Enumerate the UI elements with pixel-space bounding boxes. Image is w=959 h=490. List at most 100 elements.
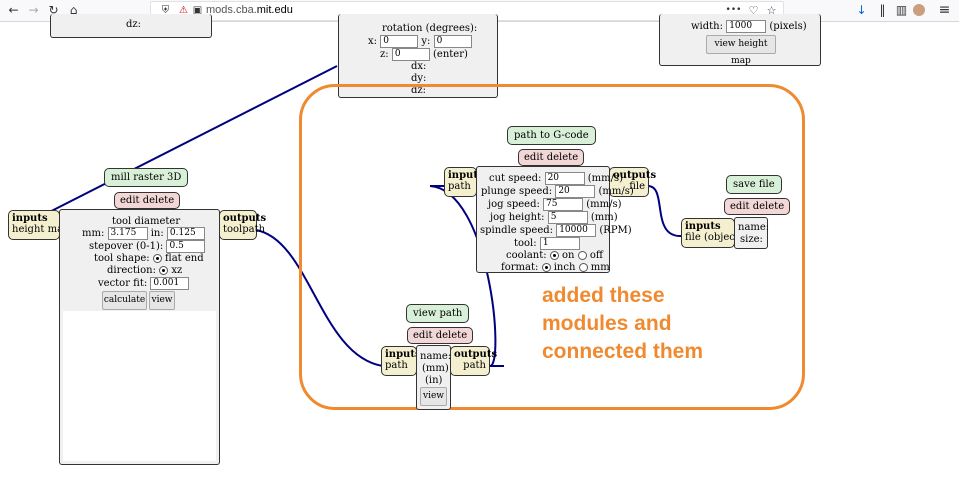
tool-shape-label: tool shape: [94, 253, 150, 264]
jog-speed-input[interactable]: 75 [543, 198, 584, 211]
spindle-speed-unit: (RPM) [599, 225, 632, 236]
plunge-speed-input[interactable]: 20 [555, 185, 596, 198]
cut-speed-row: cut speed: 20 (mm/s) [489, 172, 623, 185]
spindle-speed-label: spindle speed: [480, 225, 554, 236]
url-text[interactable]: mods.cba.mit.edu [206, 4, 293, 16]
star-icon[interactable]: ☆ [766, 4, 777, 17]
width-row: width: 1000 (pixels) [691, 20, 807, 33]
mill-raster-inputs[interactable]: inputs height map [8, 210, 70, 240]
width-unit: (pixels) [769, 21, 807, 32]
view-path-outputs[interactable]: outputs path [450, 346, 498, 376]
mill-raster-edit-delete: edit delete [114, 192, 181, 209]
reload-icon[interactable]: ↻ [48, 3, 59, 17]
cut-speed-label: cut speed: [489, 173, 542, 184]
home-icon[interactable]: ⌂ [69, 3, 78, 17]
view-path-edit-delete: edit delete [407, 327, 474, 344]
format-inch-radio[interactable] [541, 263, 551, 272]
spindle-speed-input[interactable]: 10000 [556, 224, 597, 237]
calculate-button[interactable]: calculate [102, 291, 147, 310]
edit-link[interactable]: edit [524, 152, 544, 163]
jog-height-label: jog height: [490, 212, 545, 223]
z-label: z: [380, 49, 389, 60]
input-port-path[interactable]: path [448, 181, 471, 192]
enter-hint: (enter) [433, 49, 468, 60]
jog-height-input[interactable]: 5 [547, 211, 588, 224]
width-input[interactable]: 1000 [726, 20, 767, 33]
direction-xz-label: xz [171, 265, 183, 276]
coolant-off-radio[interactable] [577, 251, 587, 260]
page-actions-icon[interactable]: ••• [725, 5, 742, 15]
tool-diameter-label: tool diameter [112, 216, 181, 227]
delete-link[interactable]: delete [752, 201, 785, 212]
vector-fit-row: vector fit: 0.001 [98, 277, 190, 290]
browser-toolbar: ← → ↻ ⌂ ⛨ ⚠ ▣ mods.cba.mit.edu ••• ♡ ☆ ↓… [0, 0, 959, 22]
view-path-view-button[interactable]: view [420, 387, 447, 406]
jog-speed-label: jog speed: [488, 199, 540, 210]
input-port-file-object[interactable]: file (object) [685, 232, 743, 243]
dx-readout: dx: [411, 61, 427, 72]
diameter-in-input[interactable]: 0.125 [166, 227, 205, 240]
coolant-label: coolant: [506, 250, 547, 261]
direction-xz-radio[interactable] [159, 266, 169, 275]
output-port-toolpath[interactable]: toolpath [223, 224, 266, 235]
rotation-xy-row: x: 0 y: 0 [368, 35, 472, 48]
top-left-module: dz: [50, 14, 212, 38]
diameter-mm-input[interactable]: 3.175 [107, 227, 148, 240]
path-name-label: name: [420, 351, 452, 362]
save-file-body: name: size: [734, 217, 770, 249]
cut-speed-input[interactable]: 20 [544, 172, 585, 185]
path-to-gcode-title[interactable]: path to G-code [507, 126, 596, 145]
edit-link[interactable]: edit [120, 195, 140, 206]
stepover-input[interactable]: 0.5 [166, 240, 206, 253]
forward-arrow-icon[interactable]: → [28, 3, 39, 17]
delete-link[interactable]: delete [546, 152, 579, 163]
vector-fit-label: vector fit: [98, 278, 148, 289]
output-port-file[interactable]: file [629, 181, 645, 192]
rotation-z-row: z: 0 (enter) [380, 48, 468, 61]
save-file-title[interactable]: save file [726, 175, 782, 194]
edit-link[interactable]: edit [413, 330, 433, 341]
outputs-label: outputs [454, 349, 498, 360]
library-icon[interactable]: ‖ [879, 3, 886, 17]
in-label: in: [150, 228, 164, 239]
tool-shape-row: tool shape: flat end [94, 253, 204, 264]
output-port-path[interactable]: path [463, 360, 486, 371]
shield-icon[interactable]: ⛨ [161, 5, 170, 16]
gcode-inputs[interactable]: inputs path [444, 167, 484, 197]
coolant-on-radio[interactable] [549, 251, 559, 260]
tool-input[interactable]: 1 [539, 237, 580, 250]
save-file-inputs[interactable]: inputs file (object) [681, 218, 743, 248]
mill-raster-title[interactable]: mill raster 3D [104, 168, 189, 187]
jog-speed-unit: (mm/s) [586, 199, 622, 210]
input-port-height-map[interactable]: height map [12, 224, 70, 235]
stepover-row: stepover (0-1): 0.5 [89, 240, 206, 253]
rotation-z-input[interactable]: 0 [391, 48, 430, 61]
view-path-title[interactable]: view path [406, 304, 470, 323]
vector-fit-input[interactable]: 0.001 [150, 277, 190, 290]
menu-icon[interactable]: ≡ [938, 2, 951, 18]
download-icon[interactable]: ↓ [856, 3, 867, 17]
mill-raster-outputs[interactable]: outputs toolpath [219, 210, 266, 240]
flat-end-radio[interactable] [152, 254, 162, 263]
view-path-inputs[interactable]: inputs path [381, 346, 421, 376]
view-height-map-button[interactable]: view height map [706, 35, 776, 66]
avatar[interactable] [913, 4, 925, 16]
file-name-label: name: [738, 222, 770, 233]
coolant-row: coolant: on off [506, 250, 603, 261]
delete-link[interactable]: delete [142, 195, 175, 206]
gcode-outputs[interactable]: outputs file [609, 167, 656, 197]
jog-height-unit: (mm) [590, 212, 618, 223]
back-arrow-icon[interactable]: ← [8, 3, 19, 17]
lock-icon[interactable]: ▣ [192, 5, 203, 16]
delete-link[interactable]: delete [435, 330, 468, 341]
rotation-y-input[interactable]: 0 [433, 35, 472, 48]
format-mm-radio[interactable] [578, 263, 588, 272]
pocket-icon[interactable]: ♡ [748, 4, 759, 17]
inputs-label: inputs [385, 349, 421, 360]
edit-link[interactable]: edit [730, 201, 750, 212]
rotation-x-input[interactable]: 0 [380, 35, 419, 48]
sidebar-icon[interactable]: ▥ [895, 3, 908, 17]
input-port-path[interactable]: path [385, 360, 408, 371]
permissions-icon[interactable]: ⚠ [179, 5, 188, 16]
view-button[interactable]: view [149, 291, 175, 310]
